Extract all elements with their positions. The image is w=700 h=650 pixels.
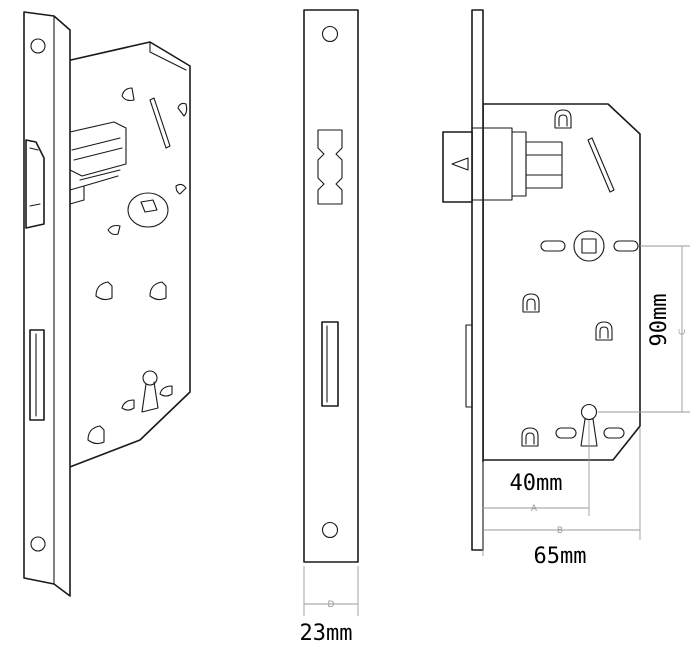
sv-slot-3 [595,321,613,341]
fp-latch-opening [317,129,343,205]
iso-keyhole-slot [141,381,159,413]
dim-b-value: 65mm [534,544,587,569]
dim-c-value: 90mm [647,294,672,347]
fp-plate [303,9,359,563]
iso-faceplate [23,11,71,597]
iso-body-edge-2 [149,51,187,71]
dim-d-value: 23mm [300,621,353,646]
iso-latch-lines [71,137,123,181]
sv-hub-slot-left [540,240,566,252]
fp-deadbolt-slot [321,321,339,407]
iso-spindle-hub [127,192,169,228]
iso-hub-lug-right [175,183,187,195]
dim-c-letter: C [678,329,688,335]
iso-screw-hole-bottom [30,536,46,552]
iso-slot-7 [87,425,105,445]
sv-key-slot-right [603,427,625,439]
sv-keyhole-round [580,403,598,421]
sv-key-slot-left [555,427,577,439]
sv-deadbolt [465,324,473,408]
sv-hub-slot-right [613,240,639,252]
iso-lock-body [61,41,191,471]
sv-latch-bolt [442,131,473,203]
iso-slot-3 [95,281,113,301]
sv-spindle-square [581,238,597,254]
iso-latch-rail [83,175,119,187]
sv-spring-bar [587,137,615,193]
iso-slot-4 [149,281,167,301]
sv-spindle-hub [573,230,605,262]
iso-spring-bar [149,97,171,149]
sv-faceplate [471,9,484,551]
sv-slot-2-inner [526,298,536,311]
sv-slot-2 [522,293,540,313]
dim-a-letter: A [531,504,538,514]
sv-slot-4-inner [525,432,535,445]
dim-b-letter: B [557,526,563,536]
fp-screw-top [321,25,339,43]
sv-slot-1-inner [558,114,568,127]
iso-spindle-square [140,199,158,213]
dim-a-value: 40mm [510,471,563,496]
sv-slot-3-inner [599,326,609,339]
sv-latch-housing [471,127,513,201]
iso-hub-lug-left [107,224,121,236]
faceplate-view: D 23mm [300,9,359,646]
iso-slot-1 [121,87,135,102]
iso-slot-5 [121,399,135,411]
iso-latch-bolt [25,139,45,229]
dim-d-letter: D [328,600,335,610]
sv-latch-cage [525,141,563,189]
side-view: C 90mm A 40mm B 65mm [442,9,690,569]
iso-screw-hole-top [30,38,46,54]
iso-deadbolt-slot [29,329,45,421]
iso-slot-2 [177,102,188,117]
sv-latch-tip [451,157,469,171]
iso-slot-6 [159,385,173,397]
fp-screw-bottom [321,521,339,539]
iso-latch-bolt-lines [29,147,41,207]
sv-slot-1 [554,109,572,129]
isometric-view [23,11,191,597]
sv-slot-4 [521,427,539,447]
iso-keyhole-round [142,370,158,386]
